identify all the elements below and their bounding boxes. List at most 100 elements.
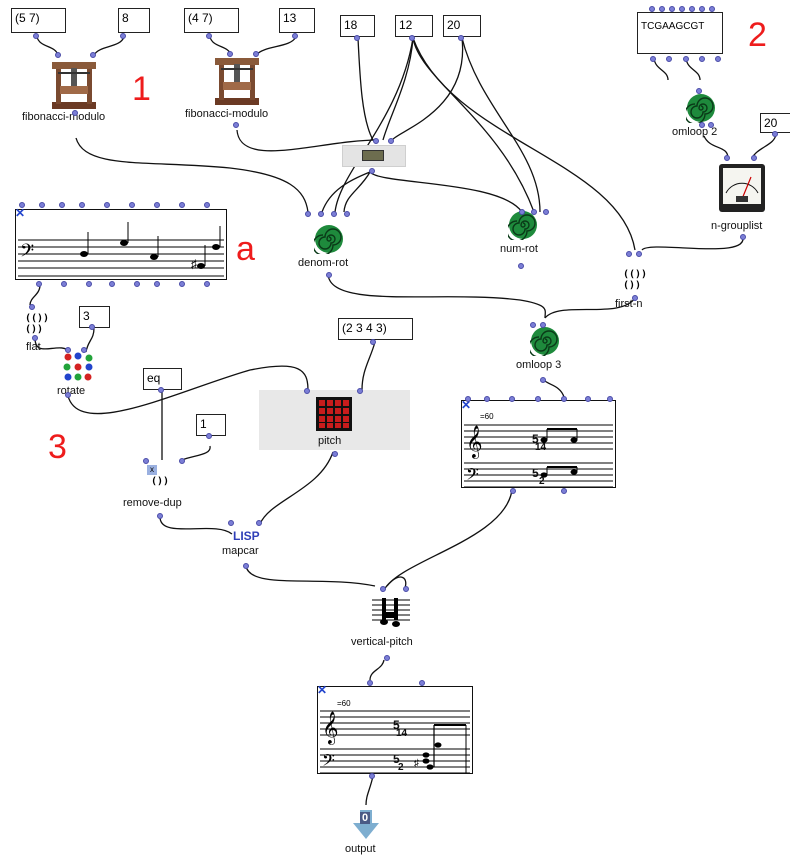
port-dot[interactable] <box>419 680 425 686</box>
port-dot[interactable] <box>120 33 126 39</box>
port-dot[interactable] <box>669 6 675 12</box>
port-dot[interactable] <box>109 281 115 287</box>
port-dot[interactable] <box>740 234 746 240</box>
port-dot[interactable] <box>89 324 95 330</box>
port-dot[interactable] <box>129 202 135 208</box>
rotate-dots-icon[interactable] <box>62 352 94 382</box>
modulo-input-1[interactable]: 8 <box>118 8 150 33</box>
port-dot[interactable] <box>158 387 164 393</box>
port-dot[interactable] <box>465 396 471 402</box>
omloop-spiral-icon[interactable] <box>508 210 538 240</box>
port-dot[interactable] <box>369 773 375 779</box>
port-dot[interactable] <box>90 52 96 58</box>
value-1-input[interactable]: 1 <box>196 414 226 436</box>
port-dot[interactable] <box>72 110 78 116</box>
port-dot[interactable] <box>666 56 672 62</box>
port-dot[interactable] <box>179 281 185 287</box>
port-dot[interactable] <box>384 655 390 661</box>
dna-sequence-input[interactable]: TCGAAGCGT <box>637 12 723 54</box>
port-dot[interactable] <box>632 295 638 301</box>
press-icon[interactable] <box>213 54 261 106</box>
test-function-input[interactable]: eq <box>143 368 182 390</box>
port-dot[interactable] <box>55 52 61 58</box>
port-dot[interactable] <box>256 520 262 526</box>
pitch-list-input[interactable]: (2 3 4 3) <box>338 318 413 340</box>
grand-staff-editor[interactable]: 𝄞 𝄢 <box>461 400 616 488</box>
port-dot[interactable] <box>607 396 613 402</box>
port-dot[interactable] <box>561 488 567 494</box>
port-dot[interactable] <box>204 281 210 287</box>
port-dot[interactable] <box>409 35 415 41</box>
omloop-spiral-icon[interactable] <box>530 326 560 356</box>
port-dot[interactable] <box>659 6 665 12</box>
port-dot[interactable] <box>227 51 233 57</box>
port-dot[interactable] <box>143 458 149 464</box>
port-dot[interactable] <box>332 451 338 457</box>
sequence-input-1[interactable]: (5 7) <box>11 8 66 33</box>
port-dot[interactable] <box>59 202 65 208</box>
port-dot[interactable] <box>751 155 757 161</box>
port-dot[interactable] <box>367 680 373 686</box>
omloop-spiral-icon[interactable] <box>686 93 716 123</box>
port-dot[interactable] <box>724 155 730 161</box>
port-dot[interactable] <box>326 272 332 278</box>
list-bracket-icon[interactable]: (()) ()) <box>24 312 48 334</box>
port-dot[interactable] <box>540 377 546 383</box>
port-dot[interactable] <box>304 388 310 394</box>
port-dot[interactable] <box>388 138 394 144</box>
port-dot[interactable] <box>650 56 656 62</box>
port-dot[interactable] <box>484 396 490 402</box>
sequence-input-2[interactable]: (4 7) <box>184 8 239 33</box>
close-x-icon[interactable]: ✕ <box>461 398 472 412</box>
rotate-amount-input[interactable]: 3 <box>79 306 110 328</box>
port-dot[interactable] <box>157 513 163 519</box>
port-dot[interactable] <box>243 563 249 569</box>
port-dot[interactable] <box>32 335 38 341</box>
output-staff-editor[interactable]: 𝄞 𝄢 ♯ <box>317 686 473 774</box>
port-dot[interactable] <box>709 6 715 12</box>
port-dot[interactable] <box>65 392 71 398</box>
port-dot[interactable] <box>206 433 212 439</box>
pitch-grid-icon[interactable] <box>316 397 352 431</box>
port-dot[interactable] <box>344 211 350 217</box>
list-bracket-icon[interactable]: (()) ()) <box>622 268 646 290</box>
value-12-input[interactable]: 12 <box>395 15 433 37</box>
port-dot[interactable] <box>305 211 311 217</box>
port-dot[interactable] <box>204 202 210 208</box>
port-dot[interactable] <box>540 322 546 328</box>
port-dot[interactable] <box>179 458 185 464</box>
port-dot[interactable] <box>699 122 705 128</box>
port-dot[interactable] <box>696 88 702 94</box>
selector-button[interactable] <box>362 150 384 161</box>
port-dot[interactable] <box>81 347 87 353</box>
port-dot[interactable] <box>154 281 160 287</box>
port-dot[interactable] <box>33 33 39 39</box>
port-dot[interactable] <box>403 586 409 592</box>
port-dot[interactable] <box>370 339 376 345</box>
port-dot[interactable] <box>380 586 386 592</box>
port-dot[interactable] <box>509 396 515 402</box>
list-bracket-icon[interactable]: ()) <box>150 473 174 487</box>
vertical-pitch-icon[interactable] <box>370 594 412 630</box>
port-dot[interactable] <box>458 35 464 41</box>
bass-staff-editor[interactable]: 𝄢 ♯ <box>15 209 227 280</box>
meter-icon[interactable] <box>718 163 766 213</box>
port-dot[interactable] <box>649 6 655 12</box>
port-dot[interactable] <box>179 202 185 208</box>
omloop-spiral-icon[interactable] <box>314 224 344 254</box>
port-dot[interactable] <box>134 281 140 287</box>
port-dot[interactable] <box>373 138 379 144</box>
port-dot[interactable] <box>61 281 67 287</box>
port-dot[interactable] <box>36 281 42 287</box>
port-dot[interactable] <box>228 520 234 526</box>
port-dot[interactable] <box>561 396 567 402</box>
port-dot[interactable] <box>772 131 778 137</box>
modulo-input-2[interactable]: 13 <box>279 8 315 33</box>
port-dot[interactable] <box>708 122 714 128</box>
port-dot[interactable] <box>354 35 360 41</box>
press-icon[interactable] <box>50 58 98 110</box>
port-dot[interactable] <box>530 322 536 328</box>
port-dot[interactable] <box>636 251 642 257</box>
group-size-input[interactable]: 20 <box>760 113 790 133</box>
port-dot[interactable] <box>79 202 85 208</box>
